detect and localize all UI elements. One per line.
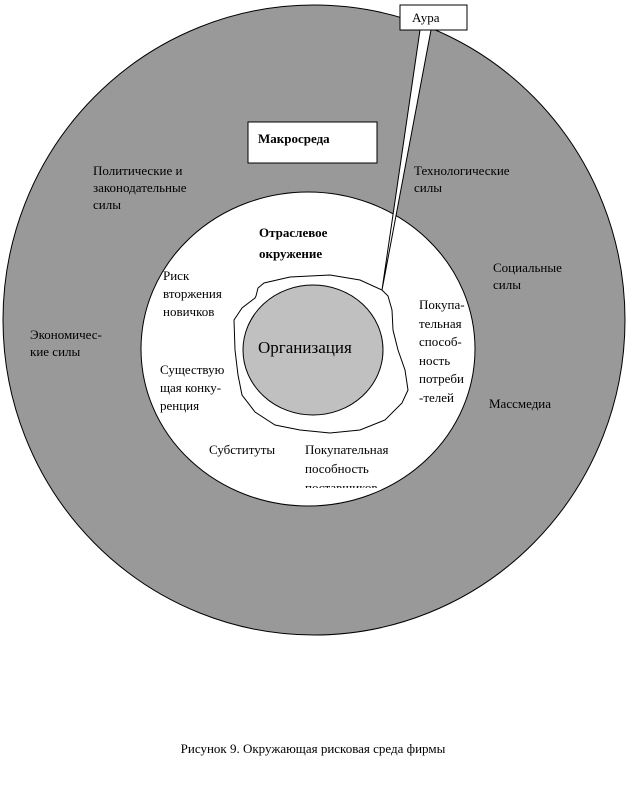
organization-circle xyxy=(242,284,384,416)
aura-boundary xyxy=(233,274,409,434)
substitutes-label: Субституты xyxy=(209,442,276,457)
technological-forces-label: Технологические силы xyxy=(414,163,510,195)
industry-title: Отраслевое окружение xyxy=(259,225,328,261)
competition-label: Существую щая конку- ренция xyxy=(160,362,225,413)
figure-caption: Рисунок 9. Окружающая рисковая среда фир… xyxy=(180,741,446,756)
suppliers-label: Покупательная пособность поставщиков xyxy=(305,442,389,488)
aura-label: Аура xyxy=(412,10,440,25)
political-forces-label: Политические и законодательные силы xyxy=(93,163,187,212)
media-label: Массмедиа xyxy=(489,396,552,411)
aura-callout-box xyxy=(399,4,468,31)
macro-title-box xyxy=(247,121,378,164)
aura-callout-pointer xyxy=(381,29,432,291)
new-entrants-label: Риск вторжения новичков xyxy=(163,268,222,319)
buyers-label: Покупа- тельная способ- ность потреби -т… xyxy=(419,297,465,405)
macro-title: Макросреда xyxy=(258,131,330,146)
economic-forces-label: Экономичес- кие силы xyxy=(30,327,102,359)
organization-label: Организация xyxy=(258,338,352,357)
social-forces-label: Социальные силы xyxy=(493,260,562,292)
